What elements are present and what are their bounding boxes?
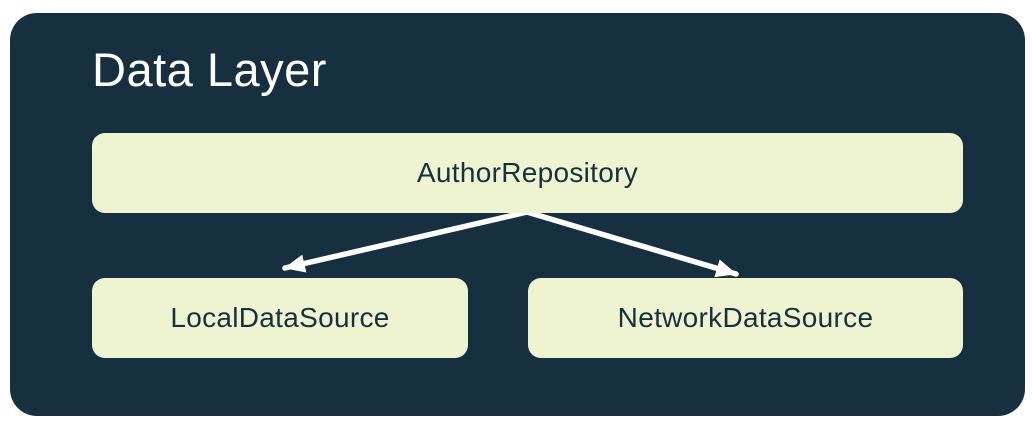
diagram-title: Data Layer: [92, 43, 327, 96]
node-network-data-source: NetworkDataSource: [528, 278, 963, 358]
node-author-repository: AuthorRepository: [92, 133, 963, 213]
node-network-data-source-label: NetworkDataSource: [617, 302, 874, 333]
node-local-data-source: LocalDataSource: [92, 278, 468, 358]
node-local-data-source-label: LocalDataSource: [170, 302, 390, 333]
node-author-repository-label: AuthorRepository: [416, 157, 639, 188]
